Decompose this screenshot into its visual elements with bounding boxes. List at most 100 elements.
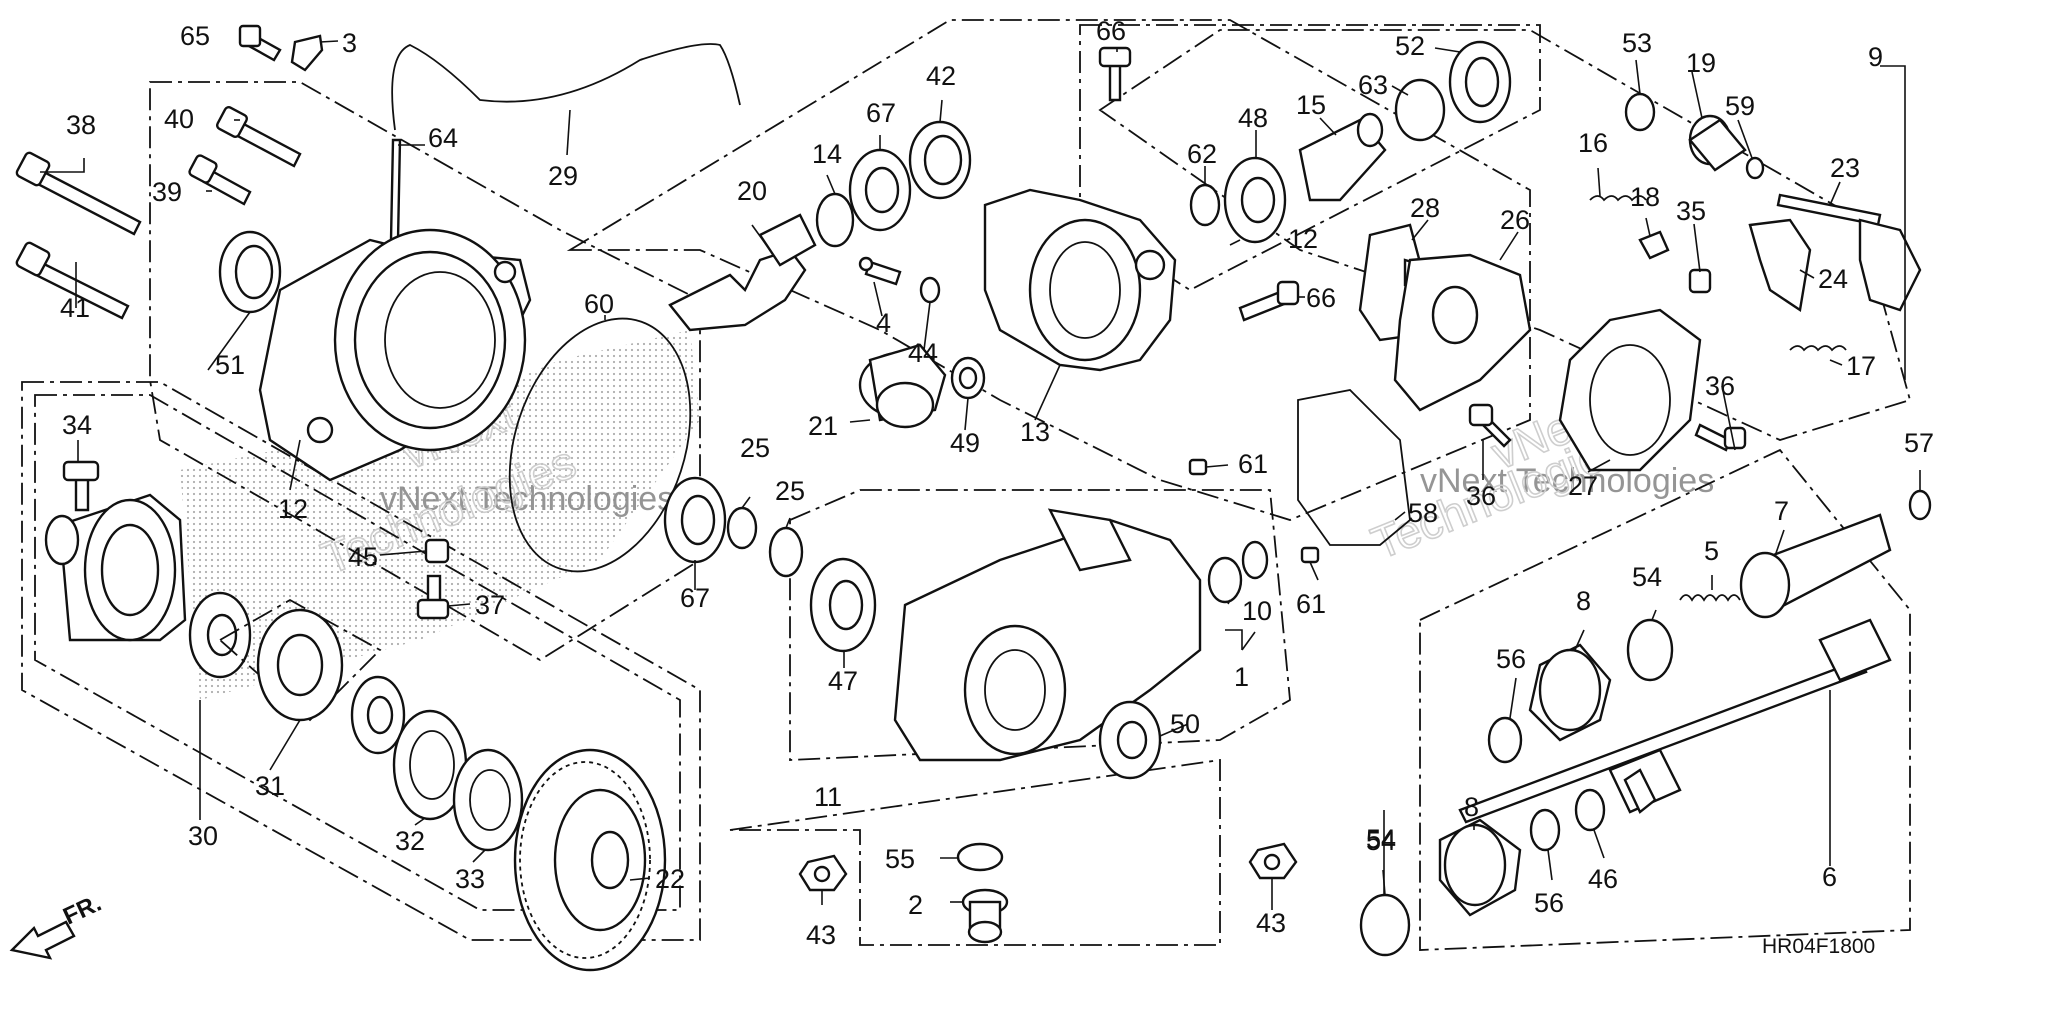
callout-label: 30 xyxy=(188,821,218,851)
callout-label: 66 xyxy=(1096,16,1126,46)
ring-gear-22 xyxy=(513,748,667,972)
pinion-gear-20 xyxy=(668,213,817,332)
assembly-frames xyxy=(21,19,1912,951)
bearing-67-lower xyxy=(663,476,727,564)
washer-44 xyxy=(919,276,941,304)
breather-hose-fitting xyxy=(389,138,402,242)
callout-label: 12 xyxy=(1288,224,1318,254)
frame-lower-case xyxy=(789,489,1291,761)
callout-label: 9 xyxy=(1868,42,1883,72)
o-ring-57 xyxy=(1908,489,1932,521)
callout-label: 56 xyxy=(1534,888,1564,918)
callout-label: 52 xyxy=(1395,31,1425,61)
callout-label: 38 xyxy=(66,110,96,140)
joint-8-lower xyxy=(1438,818,1522,917)
nut-43-left xyxy=(798,854,848,892)
callout-label: 64 xyxy=(428,123,458,153)
callout-label: 1 xyxy=(1234,662,1249,692)
bolt-41 xyxy=(15,241,130,320)
callout-label: 27 xyxy=(1568,471,1598,501)
callout-label: 43 xyxy=(1256,908,1286,938)
frame-differential xyxy=(21,381,701,941)
o-ring-54-lower xyxy=(1359,893,1411,957)
spring-16 xyxy=(1589,195,1647,202)
clamp-3 xyxy=(290,34,324,72)
callout-label: 10 xyxy=(1242,596,1272,626)
bolt-36-right xyxy=(1694,423,1747,452)
spring-17 xyxy=(1789,345,1847,352)
bearing-42 xyxy=(908,120,972,200)
callout-label: 50 xyxy=(1170,709,1200,739)
shift-cam-26 xyxy=(1393,253,1532,412)
shim-25 xyxy=(726,506,758,550)
frame-left-housing xyxy=(149,81,701,662)
callout-label: 56 xyxy=(1496,644,1526,674)
callout-label: 21 xyxy=(808,411,838,441)
bolt-35 xyxy=(1688,268,1712,294)
shim-14 xyxy=(815,192,855,248)
sensor-4 xyxy=(858,256,902,286)
bolt-40 xyxy=(215,105,302,168)
callout-label: 12 xyxy=(278,494,308,524)
watermark-line1: vNext Technologies xyxy=(380,480,674,518)
oil-seal-52 xyxy=(1448,40,1512,124)
callout-label: 8 xyxy=(1464,792,1479,822)
joint-8-upper xyxy=(1528,643,1612,742)
callout-label: 47 xyxy=(828,666,858,696)
callout-label: 6 xyxy=(1822,862,1837,892)
clip-59 xyxy=(1745,156,1765,180)
callout-label: 39 xyxy=(152,177,182,207)
callout-label: 54 xyxy=(1366,824,1396,854)
bolt-37 xyxy=(416,574,450,620)
callout-label: 51 xyxy=(215,350,245,380)
dowel-pin-61 xyxy=(1188,458,1208,476)
drain-bolt-2 xyxy=(961,888,1009,944)
callout-label: 59 xyxy=(1725,91,1755,121)
callout-label: 17 xyxy=(1846,351,1876,381)
frame-shift-assembly xyxy=(1098,29,1912,441)
callout-label: 54 xyxy=(1632,562,1662,592)
callout-label: 36 xyxy=(1466,481,1496,511)
ring-63 xyxy=(1394,78,1446,142)
bearing-67-upper xyxy=(848,148,912,232)
callout-label: 34 xyxy=(62,410,92,440)
callout-label: 62 xyxy=(1187,139,1217,169)
callout-label: 41 xyxy=(60,293,90,323)
callout-label: 23 xyxy=(1830,153,1860,183)
callout-label: 33 xyxy=(455,864,485,894)
callout-label: 45 xyxy=(348,542,378,572)
bolt-36-left xyxy=(1468,403,1512,448)
oil-seal-51 xyxy=(218,230,282,314)
circlip-62 xyxy=(1189,183,1221,227)
watermark-line1: vNext Technologies xyxy=(1420,462,1714,500)
callout-label: 53 xyxy=(1622,28,1652,58)
callout-label: 28 xyxy=(1410,193,1440,223)
bolt-66-lower xyxy=(1238,280,1300,322)
callout-label: 60 xyxy=(584,289,614,319)
bolt-34 xyxy=(62,460,100,512)
callout-label: 32 xyxy=(395,826,425,856)
callout-label: 15 xyxy=(1296,90,1326,120)
frame-center-housing xyxy=(566,19,1531,521)
gasket-58 xyxy=(1297,389,1411,546)
callout-label: 13 xyxy=(1020,417,1050,447)
callout-label: 31 xyxy=(255,771,285,801)
callout-label: 24 xyxy=(1818,264,1848,294)
callout-label: 2 xyxy=(908,890,923,920)
callout-label: 57 xyxy=(1904,428,1934,458)
bolt-65 xyxy=(238,24,282,62)
o-ring-54-upper xyxy=(1626,618,1674,682)
callout-label: 8 xyxy=(1576,586,1591,616)
callout-label: 67 xyxy=(680,583,710,613)
callout-label: 5 xyxy=(1704,536,1719,566)
o-ring-56-upper xyxy=(1487,716,1523,764)
bearing-48 xyxy=(1223,156,1287,244)
gear-case-13 xyxy=(983,188,1177,372)
shim-33-inner xyxy=(469,769,511,831)
shift-fork-24 xyxy=(1748,218,1812,313)
callout-label: 43 xyxy=(806,920,836,950)
callout-label: 37 xyxy=(475,590,505,620)
callout-label: 54 xyxy=(1366,826,1396,856)
